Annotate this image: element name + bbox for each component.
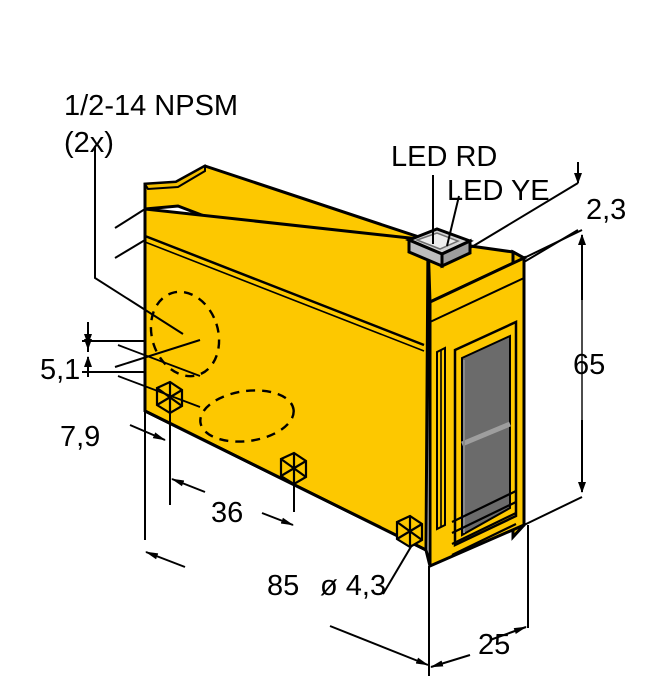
arrow-36-right xyxy=(261,512,294,526)
ext-5-1-top xyxy=(114,208,146,229)
arrow-36-left xyxy=(171,478,206,493)
ext-65-bottom xyxy=(523,496,583,526)
label-hole-diameter: ø 4,3 xyxy=(320,570,386,602)
led-block-right xyxy=(440,238,472,269)
body-back-edge-line xyxy=(144,234,425,347)
ext-2-3-top xyxy=(469,182,579,249)
label-npsm-line2: (2x) xyxy=(64,127,114,159)
sensor-body xyxy=(143,164,528,569)
leader-npsm xyxy=(94,146,184,335)
hidden-threaded-ports xyxy=(149,290,295,443)
body-bottom-edge xyxy=(144,409,427,552)
dim-label-36: 36 xyxy=(211,497,243,529)
mounting-hole-3 xyxy=(395,514,424,549)
dim-label-7-9: 7,9 xyxy=(60,421,100,453)
label-led-rd: LED RD xyxy=(391,141,497,173)
louver-slot-1 xyxy=(451,523,517,556)
arrow-85-right xyxy=(329,625,429,666)
dimension-lines xyxy=(82,146,586,676)
ext-5-1-bottom xyxy=(114,239,146,259)
dim-label-85: 85 xyxy=(267,570,299,602)
arrow-25-right xyxy=(489,626,527,641)
hidden-port-lower xyxy=(199,389,295,443)
window-pane-divider xyxy=(461,421,511,447)
label-npsm-line1: 1/2-14 NPSM xyxy=(64,90,238,122)
arrow-25-left xyxy=(430,654,471,668)
leader-upper-offset xyxy=(117,344,201,377)
led-indicator-block xyxy=(405,227,474,269)
leader-led-ye xyxy=(446,195,460,247)
dim-label-25: 25 xyxy=(478,629,510,661)
louver-slot-4 xyxy=(451,490,517,523)
dim-label-5-1: 5,1 xyxy=(40,354,80,386)
front-block-bevel xyxy=(429,277,525,323)
louver-slots xyxy=(451,490,517,556)
leader-lower-offset xyxy=(117,375,201,408)
arrow-7-9 xyxy=(129,424,166,441)
leader-dia-4-3 xyxy=(382,544,413,595)
body-back-edge-line-2 xyxy=(144,241,425,352)
louver-slot-3 xyxy=(451,501,517,534)
hidden-port-upper xyxy=(149,290,221,378)
leader-5-1 xyxy=(114,339,201,368)
arrow-85-left xyxy=(145,551,186,568)
ext-65-top xyxy=(523,229,583,259)
sensor-window xyxy=(453,320,518,547)
text-labels: 1/2-14 NPSM (2x) LED RD LED YE 2,3 65 25… xyxy=(40,90,626,661)
louver-slot-2 xyxy=(451,512,517,545)
dim-label-2-3: 2,3 xyxy=(586,194,626,226)
label-led-ye: LED YE xyxy=(447,175,550,207)
body-top-notch-ledge xyxy=(143,164,206,191)
dim-label-65: 65 xyxy=(573,349,605,381)
